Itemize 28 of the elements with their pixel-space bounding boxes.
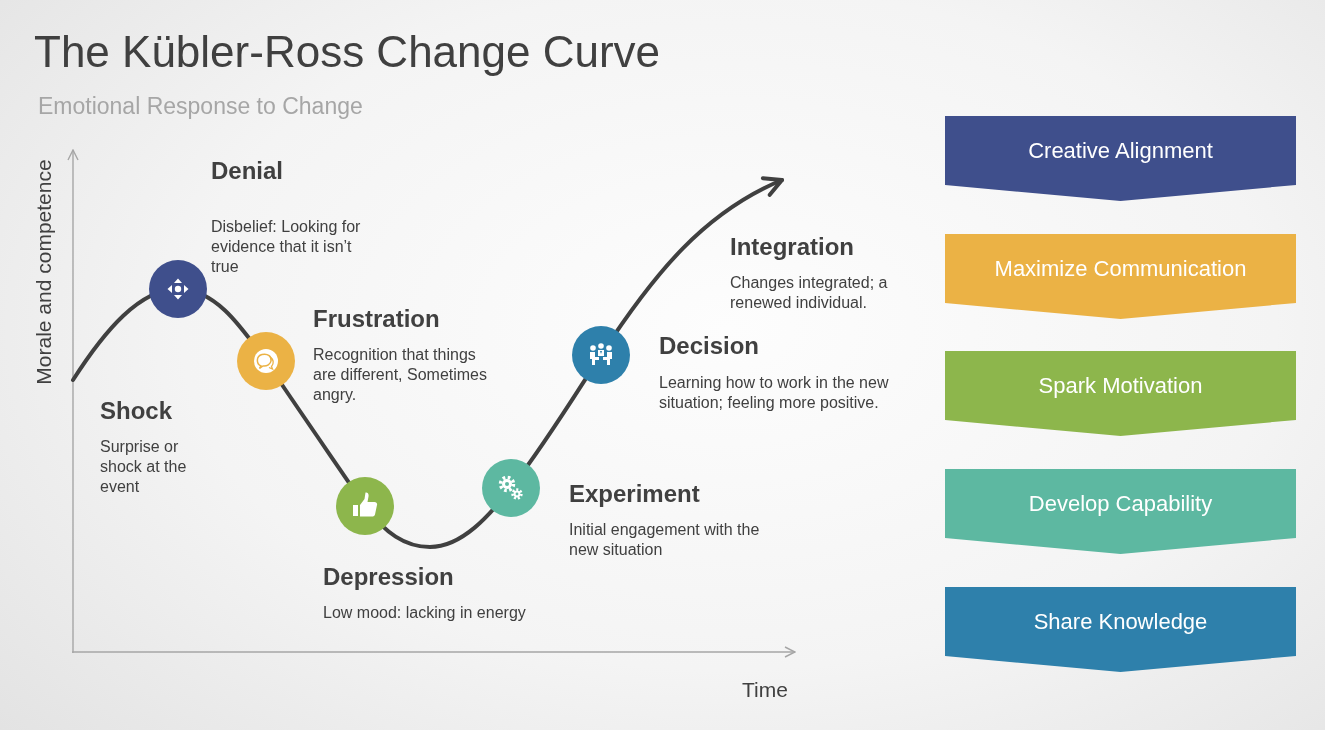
stage-heading: Experiment <box>569 479 700 508</box>
title: The Kübler-Ross Change Curve <box>34 26 661 78</box>
banner-label: Maximize Communication <box>993 255 1248 282</box>
stage-description: Learning how to work in the new situation; feeling more positive. <box>659 373 890 413</box>
stage-heading: Frustration <box>313 304 440 333</box>
stage-description: Changes integrated; a renewed individual. <box>730 273 888 313</box>
stage-description: Low mood: lacking in energy <box>323 603 527 623</box>
axis-label: Time <box>742 677 788 703</box>
banner-label: Share Knowledge <box>1032 608 1209 635</box>
stage-description: Recognition that things are different, Sometimes angry. <box>313 345 488 405</box>
stage-description: Disbelief: Looking for evidence that it isn’t true <box>211 217 362 277</box>
stage-heading: Integration <box>730 232 854 261</box>
stage-description: Surprise or shock at the event <box>100 437 188 497</box>
axis-label: Morale and competence <box>30 159 56 385</box>
banner-label: Creative Alignment <box>1027 137 1214 164</box>
stage-description: Initial engagement with the new situation <box>569 520 761 560</box>
banner-label: Develop Capability <box>1027 490 1214 517</box>
stage-heading: Denial <box>211 156 284 185</box>
stage-heading: Decision <box>659 331 760 360</box>
chevron-banner <box>945 116 1296 201</box>
chevron-banner <box>945 351 1296 436</box>
stage-heading: Depression <box>323 562 454 591</box>
stage-heading: Shock <box>100 396 173 425</box>
chevron-banner <box>945 234 1296 319</box>
subtitle: Emotional Response to Change <box>38 92 363 120</box>
chevron-banner <box>945 469 1296 554</box>
banner-label: Spark Motivation <box>1037 372 1204 399</box>
chevron-banner <box>945 587 1296 672</box>
